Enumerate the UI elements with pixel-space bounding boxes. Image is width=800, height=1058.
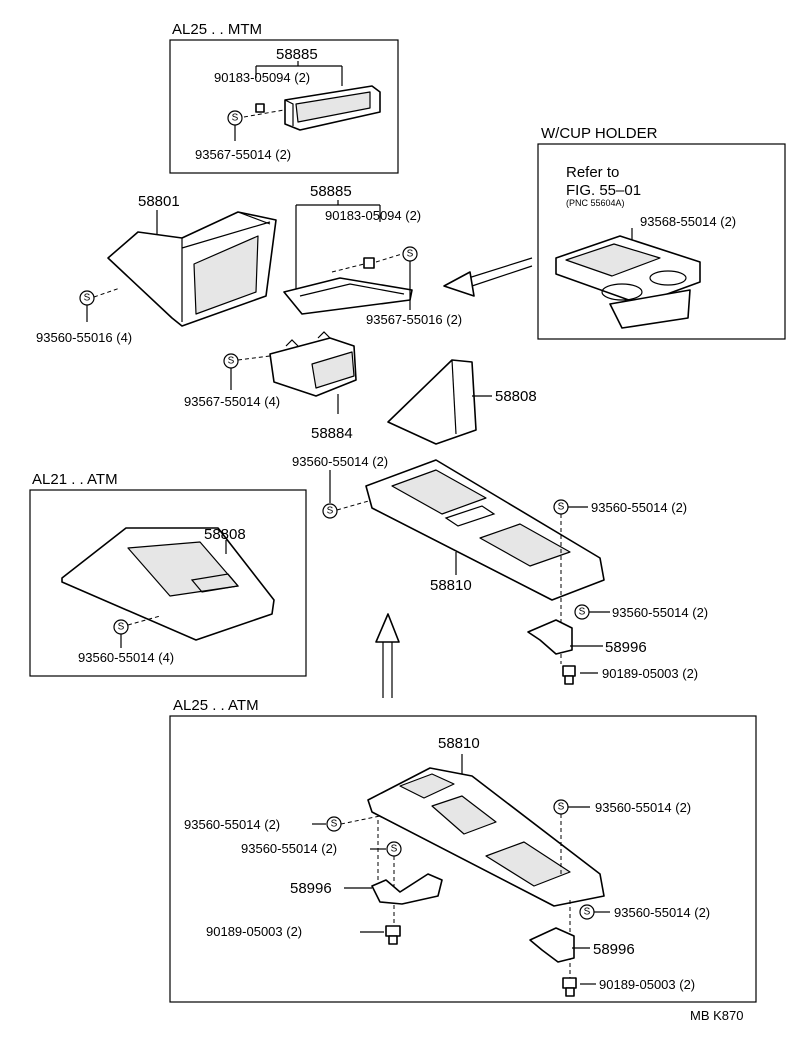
leader-dash-atm-left1 [340, 815, 381, 884]
screw-symbol-mtm: S [227, 110, 243, 126]
svg-text:S: S [579, 607, 586, 618]
box-al21-atm [29, 489, 307, 677]
svg-text:S: S [391, 844, 398, 855]
part-58885-mtm: 58885 [276, 46, 318, 63]
part-58808-main: 58808 [495, 388, 537, 405]
svg-text:S: S [118, 622, 125, 633]
screw-symbol-bracket: S [574, 604, 590, 620]
clip-part-mtm [255, 103, 265, 113]
tray-part [283, 277, 413, 315]
part-90183-mtm: 90183-05094 (2) [214, 70, 310, 85]
svg-text:S: S [558, 802, 565, 813]
drawer-insert-part [284, 85, 381, 131]
screw-symbol-58885: S [402, 246, 418, 262]
part-93560-55016: 93560-55016 (4) [36, 330, 132, 345]
clip-90189-atm-right [562, 977, 577, 997]
arrow-to-main-console [375, 613, 400, 698]
part-93560-bracket: 93560-55014 (2) [612, 605, 708, 620]
section-title-cup-holder: W/CUP HOLDER [541, 125, 658, 142]
svg-text:S: S [558, 502, 565, 513]
leader-dash-console-left [336, 499, 373, 511]
svg-text:S: S [584, 907, 591, 918]
console-part-atm [367, 767, 605, 907]
part-93560-atm-right2: 93560-55014 (2) [614, 905, 710, 920]
screw-symbol-console-right: S [553, 499, 569, 515]
part-93567-mtm: 93567-55014 (2) [195, 147, 291, 162]
pocket-part [269, 331, 357, 397]
part-93568-cup: 93568-55014 (2) [640, 214, 736, 229]
svg-text:S: S [407, 249, 414, 260]
part-90189-atm-left: 90189-05003 (2) [206, 924, 302, 939]
screw-symbol-58884: S [223, 353, 239, 369]
clip-90189-atm-left [385, 925, 401, 945]
section-title-al21-atm: AL21 . . ATM [32, 471, 118, 488]
part-90189-main: 90189-05003 (2) [602, 666, 698, 681]
shift-boot-part [387, 359, 477, 445]
cup-holder-part [555, 235, 701, 329]
box-al25-atm [169, 715, 757, 1003]
part-58996-atm-left: 58996 [290, 880, 332, 897]
refer-pnc-text: (PNC 55604A) [566, 198, 625, 208]
screw-symbol-atm-left2: S [386, 841, 402, 857]
leader-dash-clip [331, 253, 403, 273]
screw-symbol-al21: S [113, 619, 129, 635]
svg-text:S: S [327, 506, 334, 517]
clip-part-main [363, 257, 375, 269]
part-93560-atm-left1: 93560-55014 (2) [184, 817, 280, 832]
part-93567-55016: 93567-55016 (2) [366, 312, 462, 327]
part-58801: 58801 [138, 193, 180, 210]
svg-text:S: S [228, 356, 235, 367]
section-title-al25-atm: AL25 . . ATM [173, 697, 259, 714]
bracket-part-atm-left [371, 873, 443, 905]
screw-symbol-atm-right1: S [553, 799, 569, 815]
part-58810-main: 58810 [430, 577, 472, 594]
svg-text:S: S [84, 293, 91, 304]
part-93560-top: 93560-55014 (2) [292, 454, 388, 469]
svg-text:S: S [232, 113, 239, 124]
refer-figure-text: FIG. 55–01 [566, 182, 641, 199]
part-93560-right: 93560-55014 (2) [591, 500, 687, 515]
part-90189-atm-right: 90189-05003 (2) [599, 977, 695, 992]
bracket-part-main [527, 619, 573, 655]
leader-58885-mtm [255, 61, 343, 86]
leader-dash-58884 [237, 355, 271, 361]
box-al25-mtm [169, 39, 399, 174]
part-93560-al21: 93560-55014 (4) [78, 650, 174, 665]
part-58996-atm-right: 58996 [593, 941, 635, 958]
clip-90189-main [562, 665, 576, 685]
bracket-part-atm-right [529, 927, 575, 963]
leader-dash-al21 [127, 615, 161, 626]
section-title-al25-mtm: AL25 . . MTM [172, 21, 262, 38]
part-90183-main: 90183-05094 (2) [325, 208, 421, 223]
part-93560-atm-left2: 93560-55014 (2) [241, 841, 337, 856]
part-58996-main: 58996 [605, 639, 647, 656]
part-58808-al21: 58808 [204, 526, 246, 543]
part-58885-main: 58885 [310, 183, 352, 200]
console-part-main [365, 459, 605, 601]
shift-cover-part [61, 527, 275, 641]
part-93567-55014: 93567-55014 (4) [184, 394, 280, 409]
mount-bracket-part [107, 211, 277, 327]
screw-symbol-console-left: S [322, 503, 338, 519]
box-cup-holder [537, 143, 786, 340]
refer-to-text: Refer to [566, 164, 619, 181]
leader-dash-58801 [93, 287, 121, 298]
drawing-code: MB K870 [690, 1008, 743, 1023]
screw-symbol-atm-left1: S [326, 816, 342, 832]
screw-symbol-atm-right2: S [579, 904, 595, 920]
leader-58885-main [295, 200, 381, 292]
arrow-from-cup-holder [443, 257, 533, 297]
part-58810-atm: 58810 [438, 735, 480, 752]
svg-text:S: S [331, 819, 338, 830]
part-58884: 58884 [311, 425, 353, 442]
screw-symbol-58801: S [79, 290, 95, 306]
part-93560-atm-right1: 93560-55014 (2) [595, 800, 691, 815]
